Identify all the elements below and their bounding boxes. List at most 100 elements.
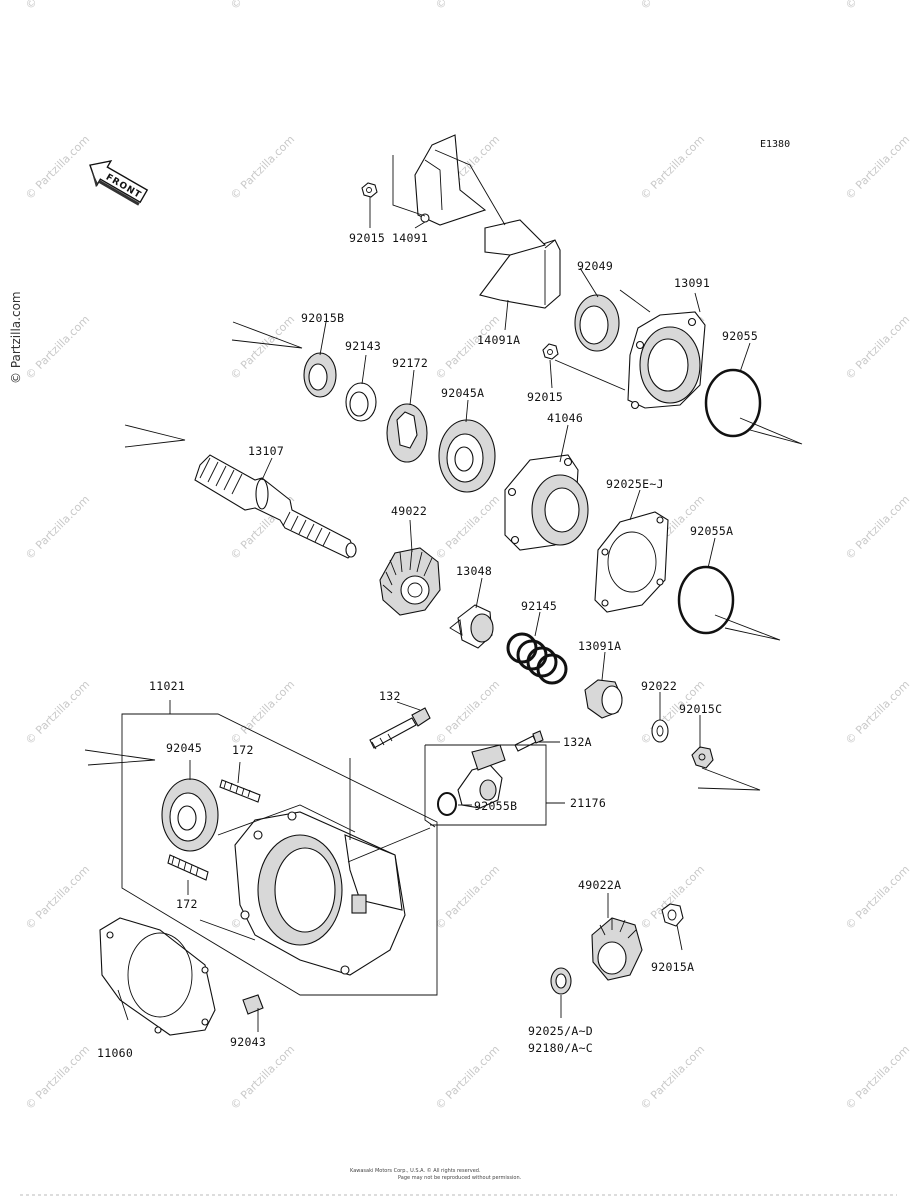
label-132a: 132A bbox=[563, 735, 592, 749]
pin-92043 bbox=[242, 994, 264, 1015]
stud-172-bottom bbox=[167, 854, 209, 881]
nut-92015c bbox=[691, 746, 714, 769]
nut-92015-top bbox=[361, 182, 378, 198]
label-49022a: 49022A bbox=[578, 878, 621, 892]
label-13091: 13091 bbox=[674, 276, 710, 290]
watermark: © Partzilla.com bbox=[433, 863, 502, 932]
leader-lines bbox=[117, 149, 751, 1032]
watermark-vertical: © Partzilla.com bbox=[9, 291, 23, 384]
watermark: © Partzilla.com bbox=[228, 0, 297, 12]
gear-49022 bbox=[379, 547, 441, 616]
label-13091a: 13091A bbox=[578, 639, 621, 653]
label-92143: 92143 bbox=[345, 339, 381, 353]
watermark: © Partzilla.com bbox=[433, 0, 502, 12]
diagram-code: E1380 bbox=[760, 139, 790, 150]
watermark: © Partzilla.com bbox=[843, 863, 912, 932]
label-92049: 92049 bbox=[577, 259, 613, 273]
watermark: © Partzilla.com bbox=[638, 1043, 707, 1112]
stud-172-top bbox=[219, 779, 261, 803]
oring-92055 bbox=[704, 368, 762, 438]
bolt-132 bbox=[369, 707, 431, 750]
label-92022: 92022 bbox=[641, 679, 677, 693]
shim-92172 bbox=[386, 403, 428, 463]
label-11021: 11021 bbox=[149, 679, 185, 693]
watermark: © Partzilla.com bbox=[433, 678, 502, 747]
label-92015a: 92015A bbox=[651, 960, 694, 974]
part-labels: 92015 14091 92049 13091 14091A 92015B 92… bbox=[97, 231, 758, 1060]
copyright-line-1: Kawasaki Motors Corp., U.S.A. © All righ… bbox=[350, 1167, 481, 1174]
coupling-13048 bbox=[449, 604, 494, 649]
copyright-line-2: Page may not be reproduced without permi… bbox=[398, 1175, 522, 1181]
label-21176: 21176 bbox=[570, 796, 606, 810]
label-92055: 92055 bbox=[722, 329, 758, 343]
bracket-14091 bbox=[414, 134, 487, 226]
watermark: © Partzilla.com bbox=[433, 493, 502, 562]
label-92180a-c: 92180/A~C bbox=[528, 1041, 593, 1055]
washer-92022 bbox=[651, 719, 669, 743]
label-92015-mid: 92015 bbox=[527, 390, 563, 404]
housing-13091 bbox=[627, 311, 706, 410]
label-92055b: 92055B bbox=[474, 799, 517, 813]
label-92015c: 92015C bbox=[679, 702, 722, 716]
watermark: © Partzilla.com bbox=[638, 0, 707, 12]
nut-92015a bbox=[661, 903, 684, 927]
label-92045: 92045 bbox=[166, 741, 202, 755]
label-92172: 92172 bbox=[392, 356, 428, 370]
watermark: © Partzilla.com bbox=[843, 1043, 912, 1112]
gasket-11060 bbox=[99, 917, 216, 1036]
label-14091: 14091 bbox=[392, 231, 428, 245]
watermark: © Partzilla.com bbox=[228, 133, 297, 202]
shaft-13107 bbox=[194, 454, 357, 559]
watermark: © Partzilla.com bbox=[23, 863, 92, 932]
label-13107: 13107 bbox=[248, 444, 284, 458]
case-11021 bbox=[234, 811, 406, 976]
label-92045a: 92045A bbox=[441, 386, 484, 400]
watermark: © Partzilla.com bbox=[433, 313, 502, 382]
label-132: 132 bbox=[379, 689, 401, 703]
watermark: © Partzilla.com bbox=[843, 678, 912, 747]
watermark: © Partzilla.com bbox=[843, 133, 912, 202]
bolt-132a bbox=[514, 730, 544, 752]
gasket-92025e-j bbox=[594, 511, 669, 613]
label-92145: 92145 bbox=[521, 599, 557, 613]
label-92015b: 92015B bbox=[301, 311, 344, 325]
watermark: © Partzilla.com bbox=[228, 1043, 297, 1112]
label-13048: 13048 bbox=[456, 564, 492, 578]
watermark: © Partzilla.com bbox=[843, 493, 912, 562]
label-92025e-j: 92025E~J bbox=[606, 477, 664, 491]
front-arrow: FRONT bbox=[89, 160, 149, 206]
watermark: © Partzilla.com bbox=[23, 0, 92, 12]
watermark: © Partzilla.com bbox=[228, 678, 297, 747]
shim-92025a-d bbox=[550, 967, 572, 995]
flange-41046 bbox=[504, 454, 589, 551]
label-11060: 11060 bbox=[97, 1046, 133, 1060]
watermark: © Partzilla.com bbox=[433, 1043, 502, 1112]
oring-92055a bbox=[677, 565, 735, 635]
gear-49022a bbox=[591, 917, 643, 981]
bearing-92045a bbox=[438, 419, 496, 493]
spring-92145 bbox=[506, 632, 568, 685]
oring-92055b bbox=[437, 792, 457, 816]
watermark: © Partzilla.com bbox=[23, 133, 92, 202]
collar-13091a bbox=[584, 679, 623, 719]
watermark: © Partzilla.com bbox=[23, 313, 92, 382]
label-172-bottom: 172 bbox=[176, 897, 198, 911]
label-92043: 92043 bbox=[230, 1035, 266, 1049]
label-172-top: 172 bbox=[232, 743, 254, 757]
seal-92049 bbox=[574, 294, 620, 352]
seal-92015b bbox=[303, 352, 337, 398]
label-92015-top: 92015 bbox=[349, 231, 385, 245]
label-92025a-d: 92025/A~D bbox=[528, 1024, 593, 1038]
watermark: © Partzilla.com bbox=[843, 0, 912, 12]
label-49022: 49022 bbox=[391, 504, 427, 518]
sensor-21176 bbox=[457, 744, 506, 809]
watermark: © Partzilla.com bbox=[23, 678, 92, 747]
watermark: © Partzilla.com bbox=[228, 313, 297, 382]
nut-92015-mid bbox=[542, 343, 559, 360]
bracket-14091a bbox=[479, 219, 561, 309]
collar-92143 bbox=[345, 382, 377, 422]
watermark: © Partzilla.com bbox=[23, 493, 92, 562]
label-92055a: 92055A bbox=[690, 524, 733, 538]
watermark: © Partzilla.com bbox=[843, 313, 912, 382]
